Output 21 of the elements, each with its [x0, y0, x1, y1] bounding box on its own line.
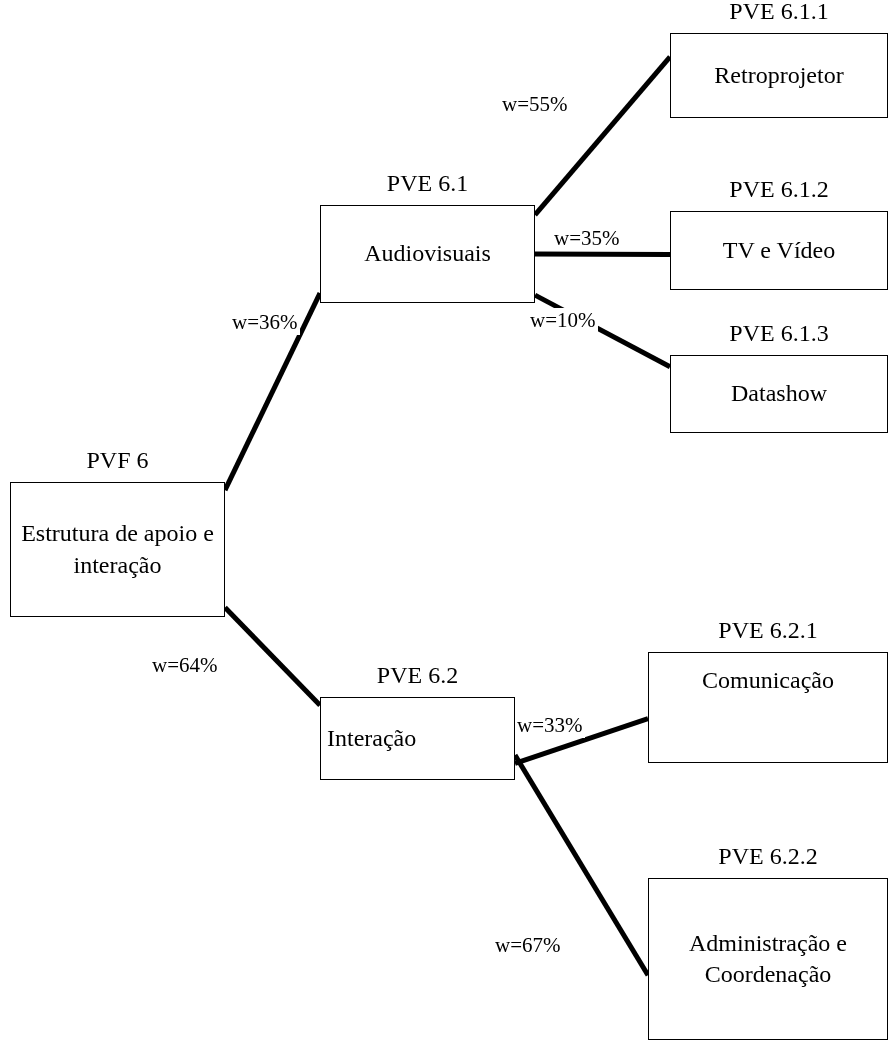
node-label: Audiovisuais [364, 239, 491, 269]
node-label: TV e Vídeo [722, 235, 836, 265]
edge-label: w=10% [528, 308, 598, 333]
node-code: PVE 6.2 [375, 662, 460, 689]
node-code: PVE 6.1.3 [728, 320, 830, 347]
connector-line [533, 55, 672, 217]
node-label: Comunicação [702, 666, 834, 695]
node-label: Interação [327, 723, 417, 753]
node-label: Administração e Coordenação [688, 928, 848, 989]
node-code: PVE 6.2.1 [717, 617, 819, 644]
node-code: PVE 6.1 [385, 170, 470, 197]
node-code: PVF 6 [85, 447, 150, 474]
connector-line [223, 605, 322, 708]
node-label: Datashow [731, 379, 827, 409]
node-label: Retroprojetor [714, 60, 844, 90]
node-code: PVE 6.1.1 [728, 0, 830, 25]
connector-line [535, 251, 670, 257]
node-code: PVE 6.1.2 [728, 176, 830, 203]
connector-line [514, 716, 649, 766]
node-label: Estrutura de apoio e interação [20, 519, 215, 580]
node-code: PVE 6.2.2 [717, 843, 819, 870]
